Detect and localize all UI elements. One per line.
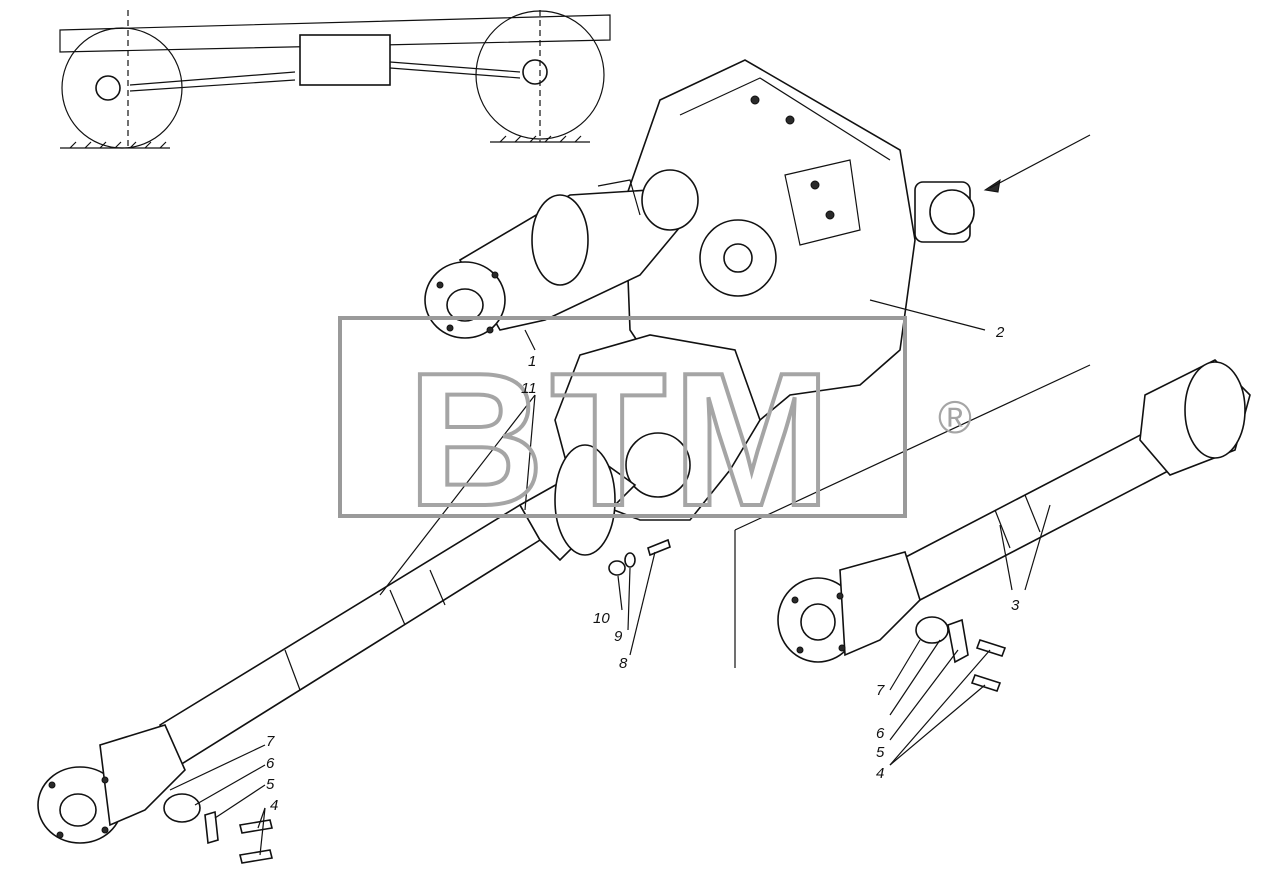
label-8: 8 <box>619 655 628 672</box>
label-6-right: 6 <box>876 725 885 742</box>
label-3: 3 <box>1011 597 1020 614</box>
leader-lines <box>169 134 1091 856</box>
long-cardan-shaft <box>37 444 637 844</box>
label-11: 11 <box>521 380 537 397</box>
label-7-left: 7 <box>266 733 275 750</box>
label-2: 2 <box>995 324 1005 341</box>
label-10: 10 <box>593 610 610 627</box>
registered-mark: ® <box>938 391 972 443</box>
label-1: 1 <box>528 353 536 370</box>
label-5-right: 5 <box>876 744 885 761</box>
watermark: BTM ® <box>338 316 972 548</box>
label-4-left: 4 <box>270 797 278 814</box>
rear-cardan-shaft <box>734 359 1251 668</box>
label-9: 9 <box>614 628 623 645</box>
label-4-right: 4 <box>876 765 884 782</box>
label-7-right: 7 <box>876 682 885 699</box>
watermark-text: BTM <box>407 334 837 546</box>
label-6-left: 6 <box>266 755 275 772</box>
callout-labels: 1 11 2 3 10 9 8 7 6 5 4 7 6 5 4 <box>266 324 1020 814</box>
chassis-inset <box>59 10 611 150</box>
fasteners <box>163 538 1007 864</box>
label-5-left: 5 <box>266 776 275 793</box>
